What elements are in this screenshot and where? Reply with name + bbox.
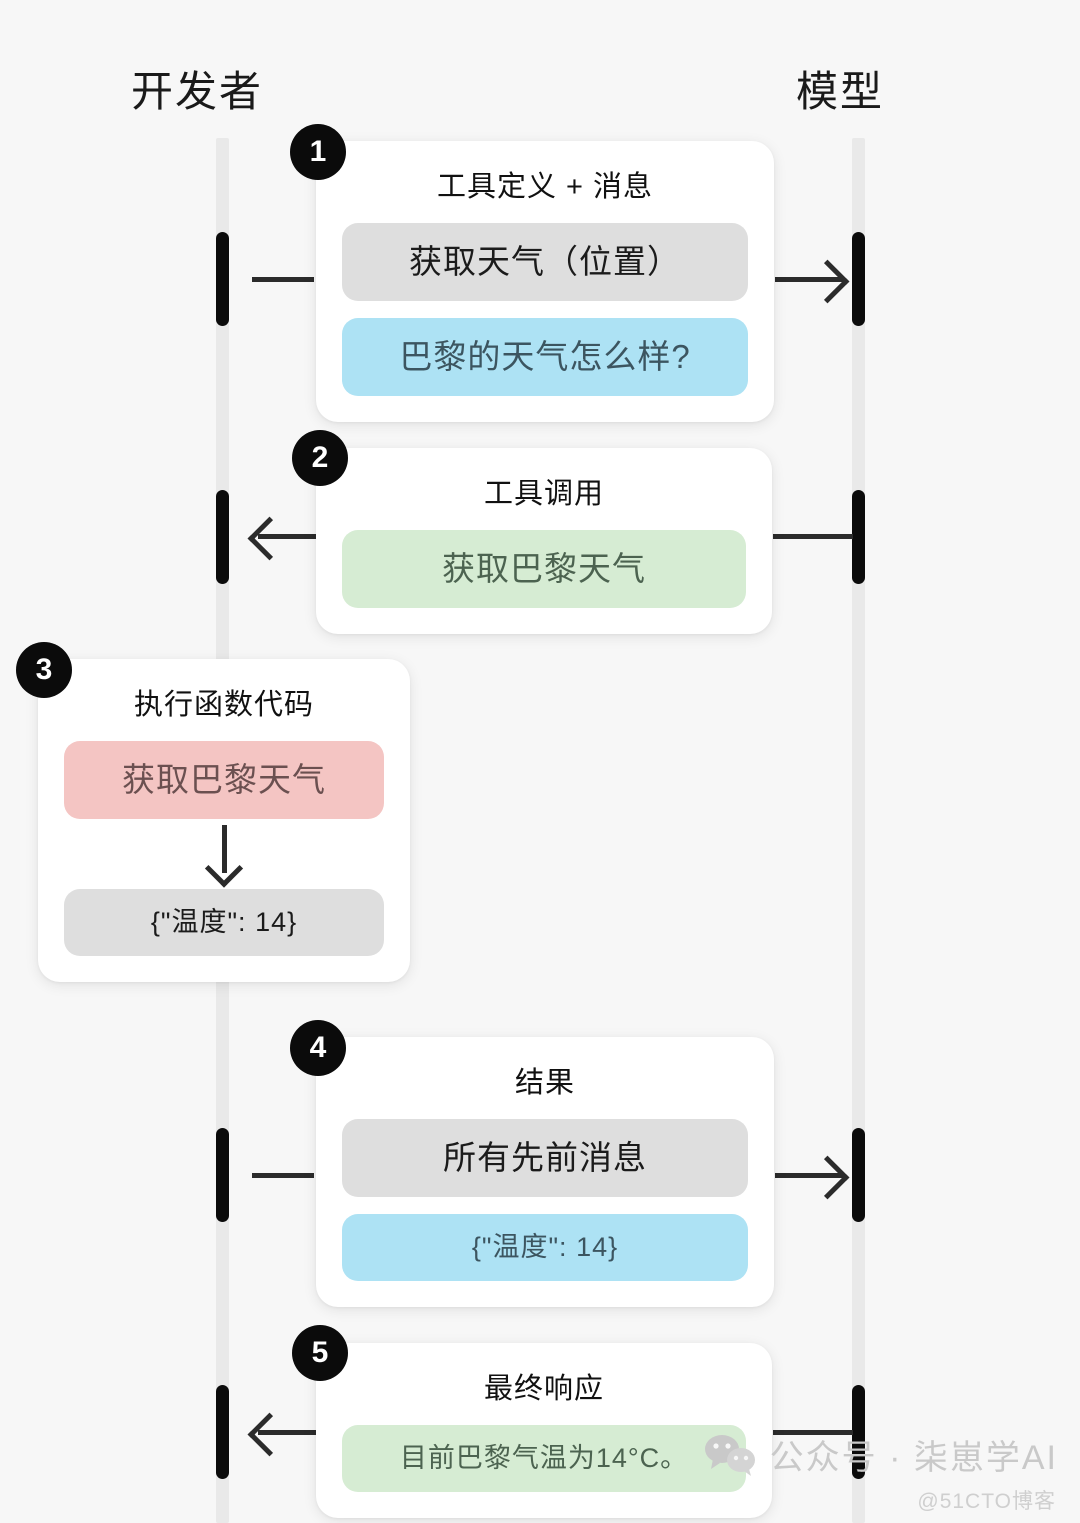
activation-bar-model-2 <box>852 490 865 584</box>
actor-label-model: 模型 <box>796 68 885 115</box>
arrow-head-right-4 <box>805 1155 850 1200</box>
down-arrow-icon <box>64 824 384 888</box>
activation-bar-developer-5 <box>216 1385 229 1479</box>
step-card-2[interactable]: 工具调用 获取巴黎天气 <box>316 448 772 634</box>
step-badge-5: 5 <box>292 1325 348 1381</box>
lifeline-model <box>852 138 865 1523</box>
step-card-5[interactable]: 最终响应 目前巴黎气温为14°C。 <box>316 1343 772 1519</box>
step-badge-4: 4 <box>290 1020 346 1076</box>
connector-line-1 <box>252 277 314 282</box>
activation-bar-developer-4 <box>216 1128 229 1222</box>
activation-bar-model-5 <box>852 1385 865 1479</box>
step-number: 2 <box>311 441 329 474</box>
step-4-pill-tool-result: {"温度": 14} <box>342 1213 748 1281</box>
step-number: 5 <box>311 1336 329 1369</box>
step-card-1[interactable]: 工具定义 + 消息 获取天气（位置） 巴黎的天气怎么样? <box>316 141 774 422</box>
step-number: 3 <box>35 653 53 686</box>
step-card-4[interactable]: 结果 所有先前消息 {"温度": 14} <box>316 1037 774 1307</box>
connector-line-2 <box>258 534 318 539</box>
activation-bar-developer-2 <box>216 490 229 584</box>
connector-line-5-out <box>773 1430 853 1435</box>
step-3-pill-function-result: {"温度": 14} <box>64 888 384 956</box>
watermark-text: 公众号 · 柒崽学AI <box>769 1439 1058 1477</box>
step-1-pill-tool-definition: 获取天气（位置） <box>342 223 748 301</box>
step-title-1: 工具定义 + 消息 <box>436 171 654 203</box>
step-title-2: 工具调用 <box>483 478 604 510</box>
arrow-head-left-2 <box>247 516 292 561</box>
activation-bar-model-1 <box>852 232 865 326</box>
connector-line-4-out <box>775 1173 843 1178</box>
activation-bar-developer-1 <box>216 232 229 326</box>
connector-line-4 <box>252 1173 314 1178</box>
step-badge-1: 1 <box>290 124 346 180</box>
step-title-5: 最终响应 <box>483 1373 604 1405</box>
step-3-pill-function-name: 获取巴黎天气 <box>64 741 384 819</box>
step-title-4: 结果 <box>514 1067 575 1099</box>
step-number: 4 <box>309 1031 327 1064</box>
step-4-pill-previous-messages: 所有先前消息 <box>342 1119 748 1197</box>
step-number: 1 <box>309 135 327 168</box>
step-card-3[interactable]: 执行函数代码 获取巴黎天气 {"温度": 14} <box>38 659 410 982</box>
step-1-pill-user-message: 巴黎的天气怎么样? <box>342 317 748 396</box>
connector-line-2-out <box>773 534 853 539</box>
connector-line-1-out <box>775 277 843 282</box>
actor-label-developer: 开发者 <box>131 68 264 115</box>
step-badge-3: 3 <box>16 642 72 698</box>
step-badge-2: 2 <box>292 430 348 486</box>
arrow-head-left-5 <box>247 1412 292 1457</box>
step-5-pill-final-answer: 目前巴黎气温为14°C。 <box>342 1425 746 1493</box>
arrow-head-right-1 <box>805 259 850 304</box>
connector-line-5 <box>258 1430 318 1435</box>
watermark-subtext: @51CTO博客 <box>917 1490 1056 1513</box>
step-title-3: 执行函数代码 <box>133 689 314 721</box>
step-2-pill-tool-call: 获取巴黎天气 <box>342 530 746 608</box>
activation-bar-model-4 <box>852 1128 865 1222</box>
